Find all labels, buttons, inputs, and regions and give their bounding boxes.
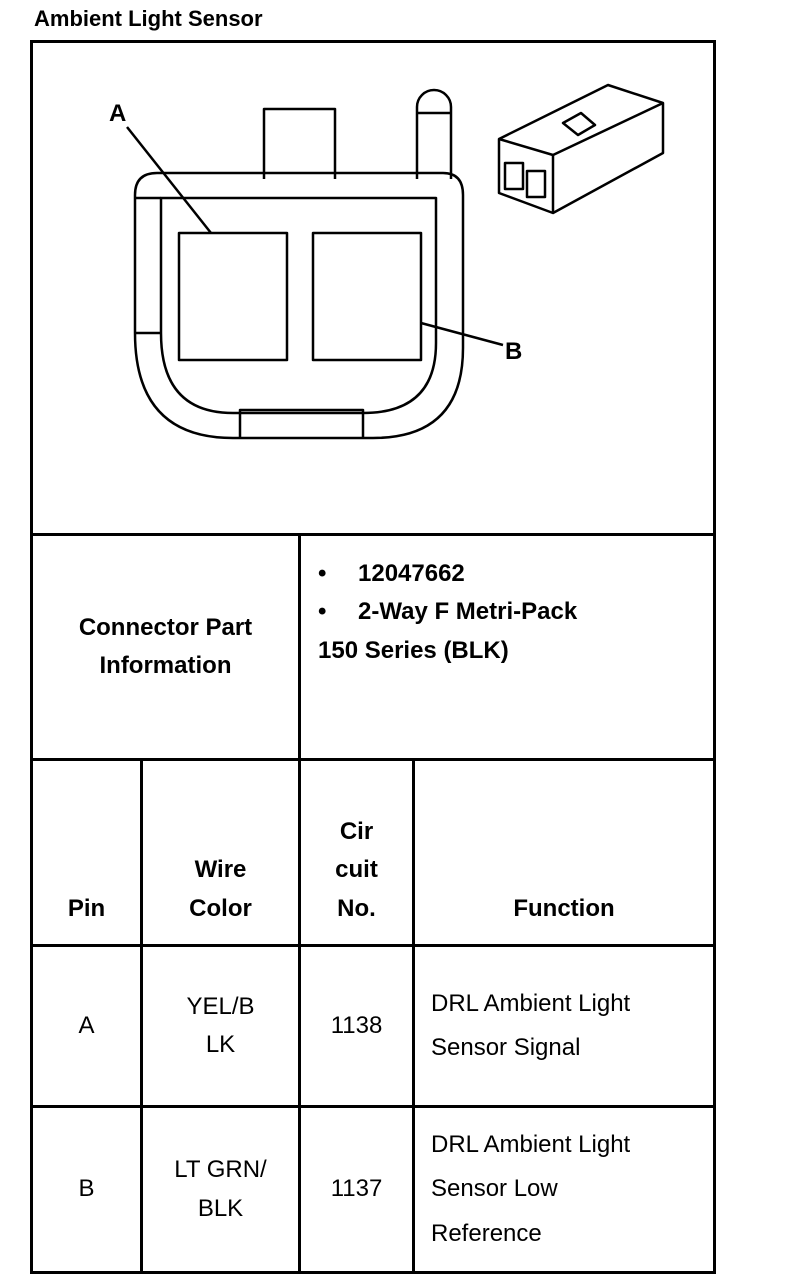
connector-info-label: Connector Part Information bbox=[33, 536, 298, 758]
connector-diagram: A B bbox=[109, 83, 665, 440]
terminal-cavity-a bbox=[177, 231, 289, 362]
divider-circuit-column bbox=[412, 758, 415, 1274]
bullet: • bbox=[318, 598, 327, 626]
connector-housing-inner bbox=[159, 196, 438, 415]
terminal-cavity-b bbox=[311, 231, 423, 362]
header-function: Function bbox=[513, 894, 615, 922]
part-description-item: • 2-Way F Metri-Pack bbox=[318, 593, 577, 631]
connector-latch-tab bbox=[262, 107, 337, 179]
divider-pin-column bbox=[140, 758, 143, 1274]
connector-part-list: • 12047662 • 2-Way F Metri-Pack 150 Series… bbox=[318, 555, 577, 670]
header-pin: Pin bbox=[67, 894, 106, 922]
row-a-circuit: 1138 bbox=[330, 1011, 383, 1039]
connector-table-frame bbox=[30, 40, 716, 1274]
header-circuit-no: Cir cuit No. bbox=[335, 817, 378, 922]
callout-a-leader bbox=[126, 126, 212, 234]
row-b-function: DRL Ambient Light Sensor Low Reference bbox=[431, 1130, 631, 1247]
part-number-item: • 12047662 bbox=[318, 555, 577, 593]
divider-row-a-bottom bbox=[30, 1105, 716, 1108]
row-a-pin: A bbox=[78, 1011, 95, 1039]
divider-header-bottom bbox=[30, 944, 716, 947]
row-b-pin: B bbox=[78, 1175, 95, 1203]
row-a-function: DRL Ambient Light Sensor Signal bbox=[431, 989, 631, 1061]
divider-info-bottom bbox=[30, 758, 716, 761]
connector-lock-post bbox=[415, 88, 453, 179]
connector-info-label-line1: Connector Part bbox=[78, 613, 253, 641]
part-number: 12047662 bbox=[358, 560, 465, 587]
part-description-line2: 150 Series (BLK) bbox=[318, 636, 509, 664]
connector-iso-view bbox=[497, 83, 665, 215]
row-a-wire-color: YEL/B LK bbox=[186, 992, 255, 1058]
row-b-circuit: 1137 bbox=[330, 1175, 383, 1203]
divider-wire-column bbox=[298, 758, 301, 1274]
divider-diagram-bottom bbox=[30, 533, 716, 536]
bullet: • bbox=[318, 560, 327, 587]
row-b-wire-color: LT GRN/ BLK bbox=[174, 1156, 267, 1222]
divider-info-column bbox=[298, 533, 301, 761]
connector-info-label-line2: Information bbox=[99, 652, 232, 679]
part-description-line1: 2-Way F Metri-Pack bbox=[358, 598, 578, 626]
callout-b-leader bbox=[420, 321, 504, 347]
callout-a-label: A bbox=[109, 100, 126, 127]
page-title: Ambient Light Sensor bbox=[34, 6, 263, 31]
connector-housing-outer bbox=[133, 171, 465, 440]
callout-b-label: B bbox=[505, 338, 522, 365]
header-wire-color: Wire Color bbox=[189, 856, 252, 922]
connector-bottom-key bbox=[238, 408, 365, 438]
